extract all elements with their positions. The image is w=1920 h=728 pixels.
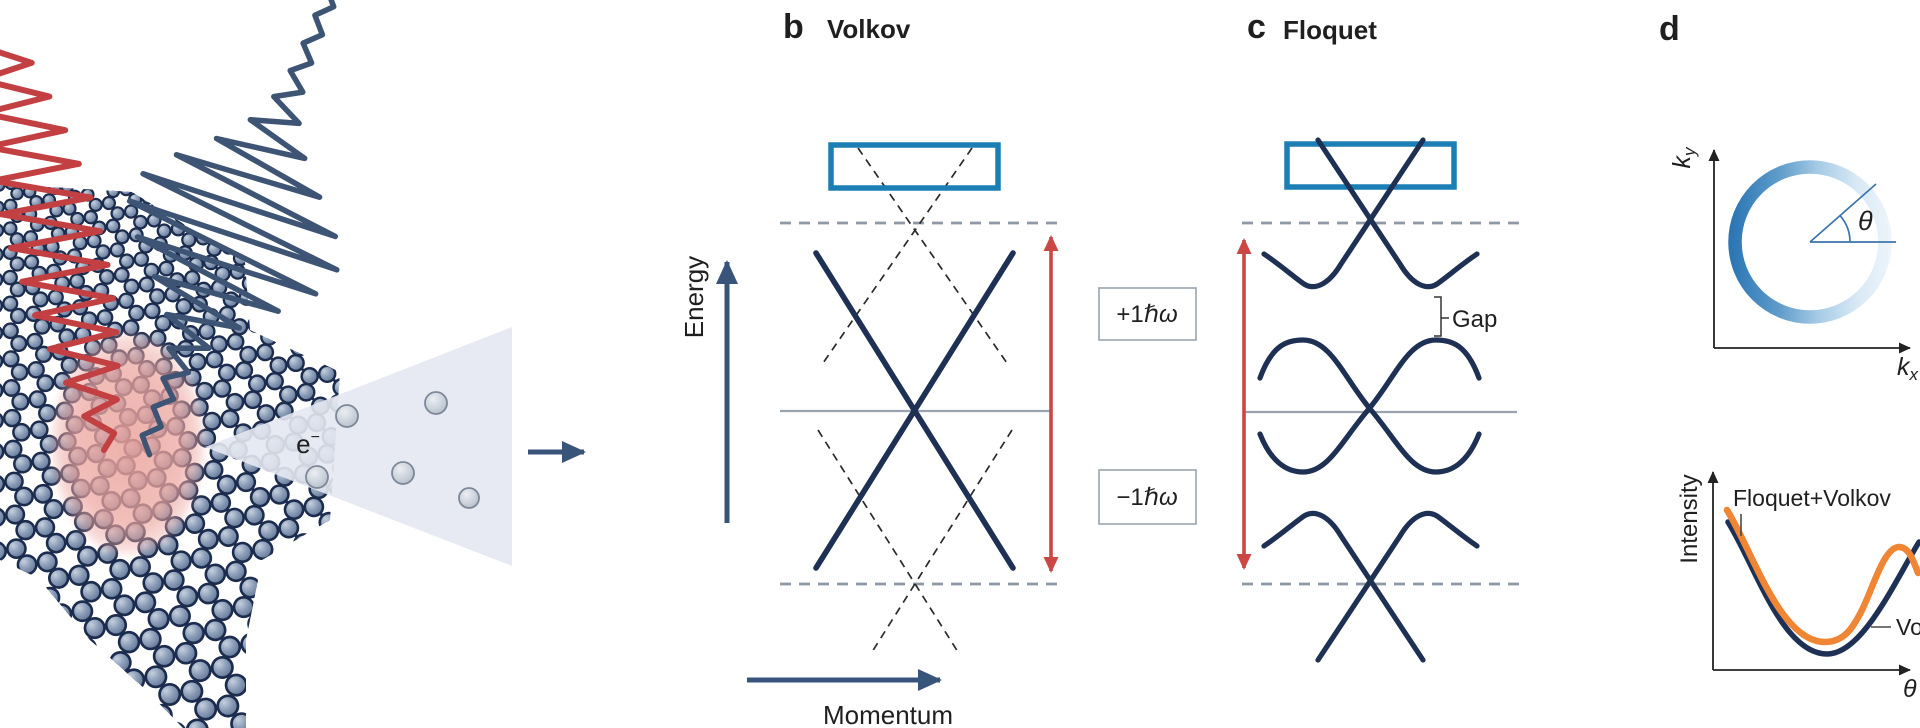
electron-ball	[335, 404, 359, 428]
momentum-axis-label: Momentum	[823, 700, 953, 728]
intensity-plot: Intensity θ Floquet+Volkov Volkov	[1676, 471, 1920, 703]
electron-ball	[458, 487, 480, 509]
floquet-bands	[1257, 137, 1482, 663]
intensity-axis-label: Intensity	[1676, 474, 1703, 563]
panel-b-title: Volkov	[827, 14, 911, 44]
ky-axis-label: ky	[1668, 146, 1699, 169]
svg-text:−1ℏω: −1ℏω	[1116, 484, 1177, 511]
kspace-plot: ky kx θ	[1668, 146, 1919, 384]
plus-one-hw-box: +1ℏω	[1098, 287, 1197, 341]
detection-window-box	[1284, 141, 1457, 190]
dirac-cone-bands	[813, 250, 1016, 571]
floquet-volkov-label: Floquet+Volkov	[1733, 485, 1891, 511]
panel-d: d ky kx θ Intensity θ Floquet+Volkov Vol…	[1659, 10, 1920, 703]
panel-b-tag: b	[783, 8, 804, 46]
panel-d-tag: d	[1659, 10, 1680, 48]
pump-laser-wave	[0, 49, 121, 453]
photoelectrons	[305, 391, 480, 509]
theta-reference-lines	[1809, 183, 1896, 243]
electron-ball	[424, 391, 448, 415]
minus-one-hw-box: −1ℏω	[1098, 469, 1197, 525]
kx-axis-label: kx	[1897, 353, 1919, 384]
theta-arc	[1839, 215, 1851, 243]
panel-c-title: Floquet	[1283, 15, 1377, 45]
theta-axis-label: θ	[1903, 675, 1917, 703]
probe-laser-wavepacket	[126, 0, 340, 458]
gap-label: Gap	[1452, 306, 1497, 333]
panel-c-tag: c	[1247, 8, 1266, 46]
panel-b-volkov: b Volkov Energy Momentum +1ℏω −1	[679, 8, 1197, 728]
photoemission-cone	[205, 327, 512, 566]
volkov-replica-upper	[820, 147, 1010, 367]
theta-angle-label: θ	[1858, 206, 1873, 236]
energy-axis-label: Energy	[679, 256, 709, 338]
volkov-label: Volkov	[1896, 614, 1920, 640]
panel-c-floquet: c Floquet Gap	[1236, 8, 1523, 663]
svg-text:+1ℏω: +1ℏω	[1116, 301, 1177, 328]
volkov-replica-lower	[817, 429, 1013, 653]
electron-label: e−	[296, 429, 320, 459]
electron-ball	[305, 465, 329, 489]
floquet-volkov-curve	[1723, 506, 1920, 646]
gap-bracket	[1434, 296, 1449, 337]
volkov-curve	[1725, 519, 1920, 657]
panel-a-illustration: e−	[0, 0, 586, 728]
electron-ball	[391, 461, 415, 485]
detection-window-box	[828, 142, 1001, 191]
